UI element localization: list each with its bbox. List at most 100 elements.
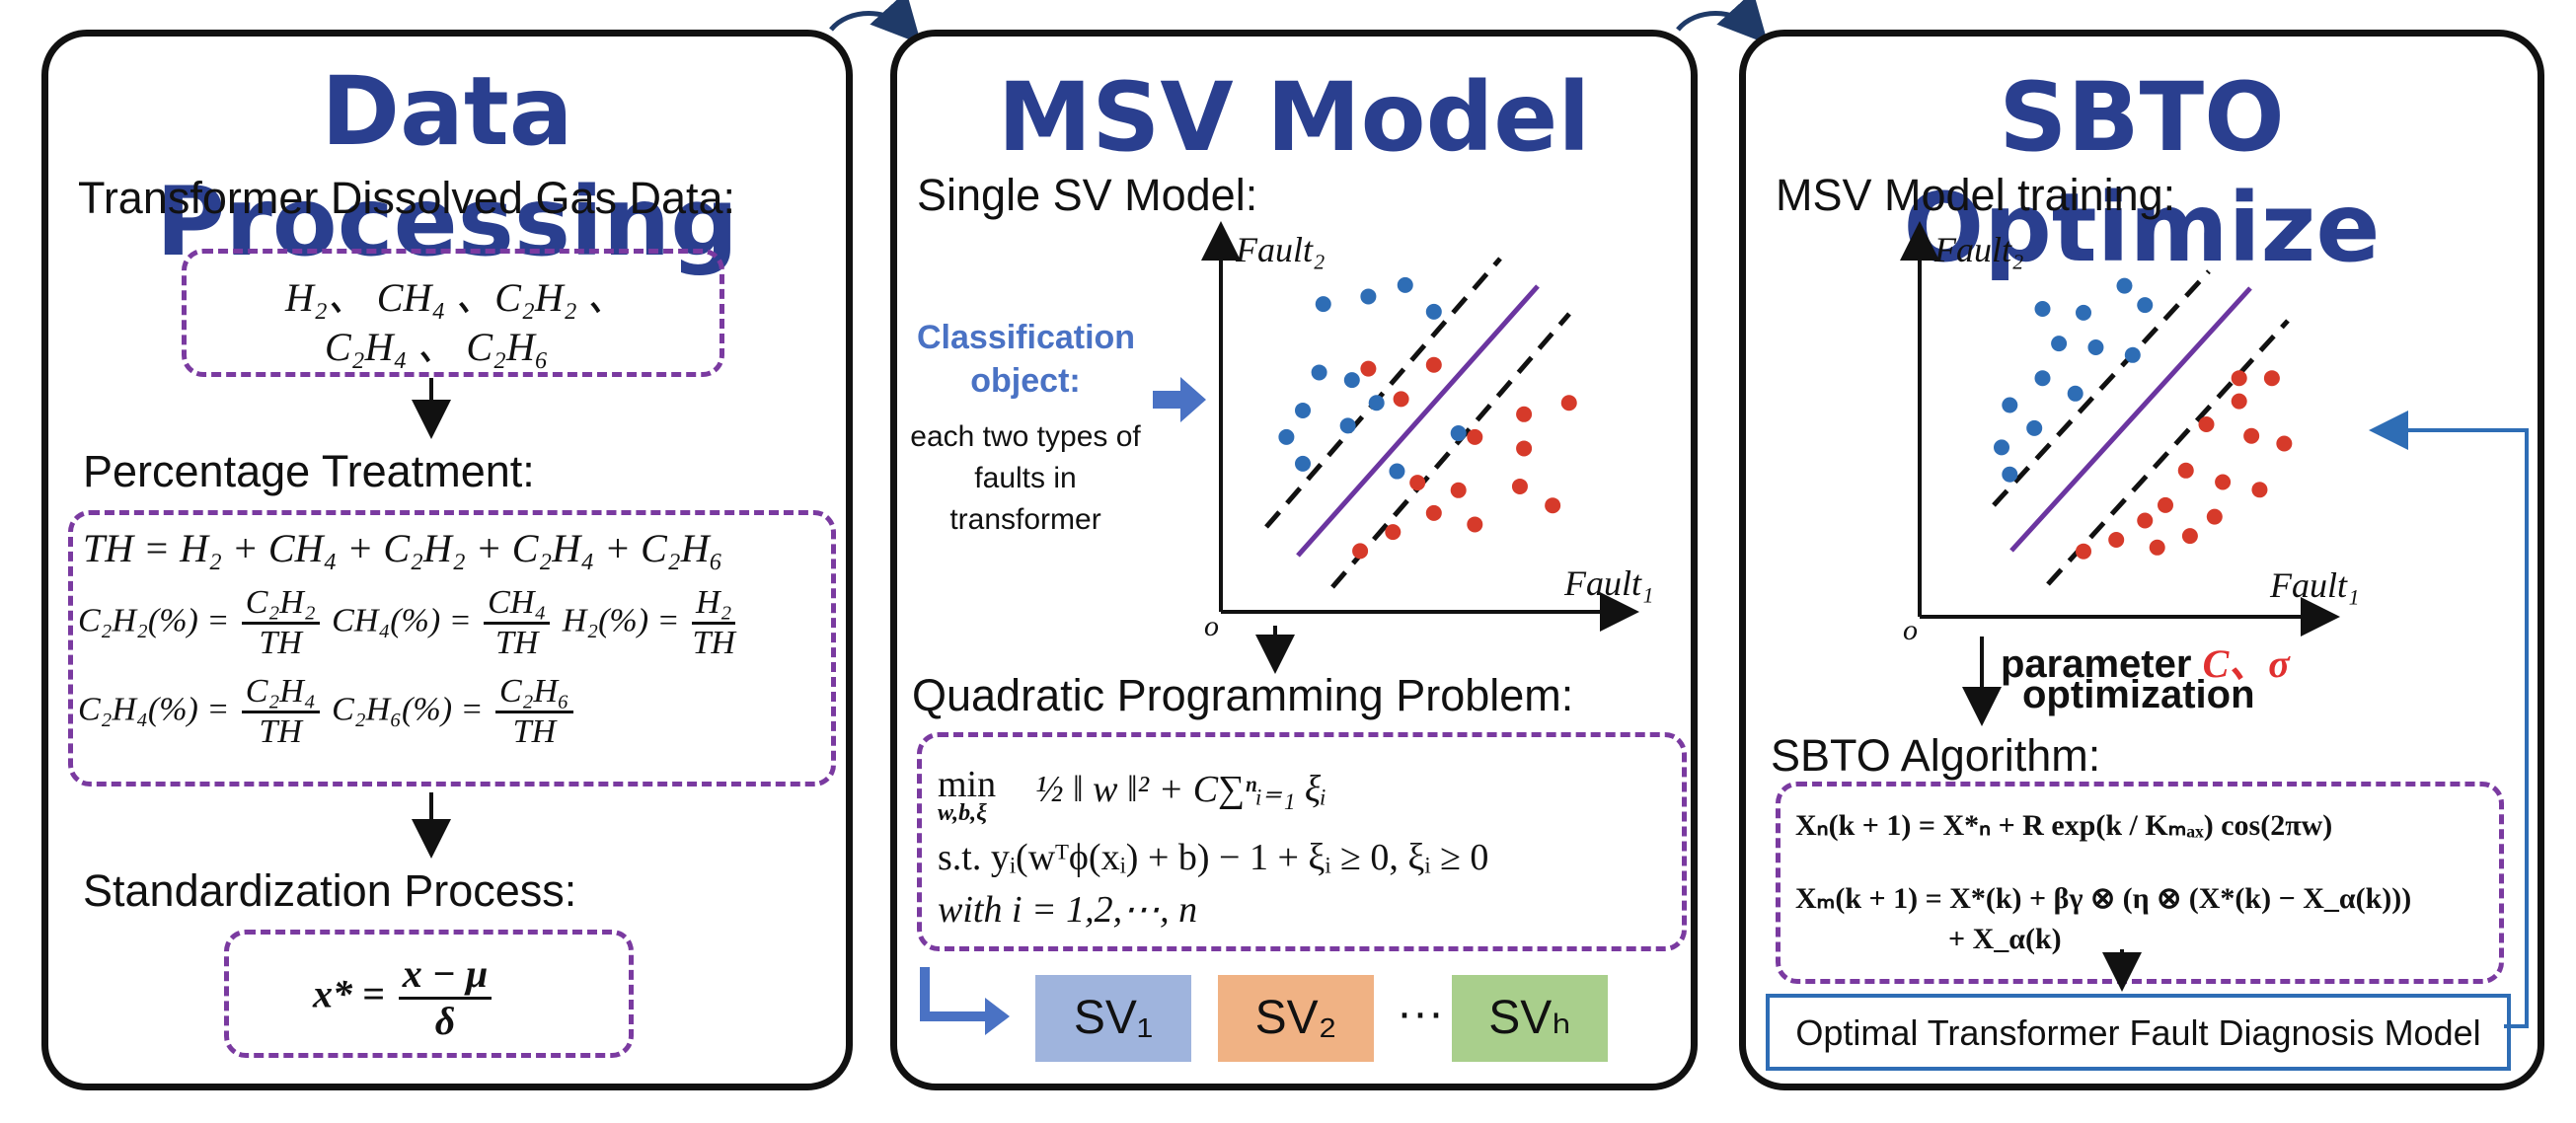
- red-data-point: [1516, 406, 1533, 422]
- classification-description: each two types of faults in transformer: [910, 420, 1141, 536]
- sbto-algo-header: SBTO Algorithm:: [1771, 730, 2101, 781]
- hyperplane: [2009, 286, 2252, 553]
- sv1-label: SV₁: [1073, 992, 1154, 1044]
- ch4-lhs: CH₄(%) =: [332, 602, 472, 639]
- gas-list-line-2: C₂H₄ 、 C₂H₆: [325, 325, 549, 369]
- qp-objective: ½ ‖ w ‖² + C∑ⁿᵢ₌₁ ξᵢ: [1035, 769, 1327, 810]
- std-numerator: x − μ: [398, 951, 492, 1000]
- blue-data-point: [2124, 346, 2141, 363]
- blue-data-point: [1278, 428, 1295, 445]
- qp-min: min w,b,ξ: [938, 763, 996, 827]
- blue-data-point: [1389, 463, 1405, 480]
- sbto-eq-1: Xₙ(k + 1) = X*ₙ + R exp(k / Kₘₐₓ) cos(2π…: [1795, 809, 2333, 842]
- blue-data-point: [1311, 364, 1327, 381]
- sbto-points: [1994, 277, 2293, 560]
- sbto-origin-label: o: [1903, 614, 1918, 646]
- red-data-point: [2181, 528, 2198, 545]
- blue-data-point: [2034, 301, 2051, 317]
- classification-arrow: [1153, 377, 1206, 422]
- red-data-point: [1425, 356, 1442, 373]
- blue-data-point: [2002, 466, 2018, 483]
- gas-list-line-1: H₂、 CH₄ 、C₂H₂ 、: [285, 275, 627, 320]
- sv-ellipsis: ···: [1397, 987, 1444, 1039]
- c2h2-denominator: TH: [259, 625, 302, 662]
- qp-with: with i = 1,2,⋯, n: [938, 889, 1198, 931]
- red-data-point: [1467, 516, 1483, 533]
- qp-constraint: s.t. yᵢ(wᵀϕ(xᵢ) + b) − 1 + ξᵢ ≥ 0, ξᵢ ≥ …: [938, 837, 1489, 878]
- blue-data-point: [1295, 402, 1311, 418]
- percentage-formula-box: TH = H₂ + CH₄ + C₂H₂ + C₂H₄ + C₂H₆ C₂H₂(…: [68, 510, 836, 786]
- red-data-point: [2251, 482, 2268, 498]
- sbto-axis-x-label: Fault₁: [2270, 565, 2360, 605]
- blue-data-point: [1343, 372, 1360, 389]
- c2h2-lhs: C₂H₂(%) =: [78, 602, 230, 639]
- margin-line-upper: [1992, 269, 2211, 507]
- msv-origin-label: o: [1204, 610, 1219, 642]
- sbto-axis-y-label: Fault₂: [1934, 230, 2024, 269]
- red-data-point: [2177, 462, 2194, 479]
- panel-title: Data Processing: [156, 56, 738, 277]
- red-data-point: [2076, 543, 2091, 560]
- qp-min-label: min: [938, 764, 997, 805]
- svh-label: SVₕ: [1488, 992, 1571, 1044]
- red-data-point: [1385, 524, 1402, 541]
- ch4-denominator: TH: [494, 625, 539, 662]
- hyperplane: [1296, 284, 1540, 558]
- red-data-point: [2198, 416, 2215, 432]
- std-lhs: x* =: [313, 971, 385, 1016]
- red-data-point: [1450, 482, 1467, 498]
- red-data-point: [2137, 512, 2154, 529]
- sbto-eq-2: Xₘ(k + 1) = X*(k) + βγ ⊗ (η ⊗ (X*(k) − X…: [1795, 882, 2412, 915]
- c2h6-lhs: C₂H₆(%) =: [332, 691, 484, 728]
- blue-data-point: [2002, 397, 2018, 413]
- blue-data-point: [2076, 304, 2091, 321]
- c2h6-denominator: TH: [512, 713, 557, 751]
- blue-data-point: [2116, 277, 2133, 294]
- feedback-line: [2369, 411, 2529, 1028]
- red-data-point: [1545, 497, 1561, 514]
- red-data-point: [2276, 435, 2293, 452]
- red-data-point: [1467, 428, 1483, 445]
- blue-data-point: [1450, 425, 1467, 442]
- red-data-point: [2231, 370, 2247, 387]
- h2-numerator: H₂: [692, 584, 736, 626]
- msv-model-panel: MSV Model Single SV Model: Classificatio…: [890, 30, 1698, 1090]
- blue-data-point: [2051, 336, 2068, 352]
- blue-data-point: [1994, 439, 2009, 456]
- red-data-point: [1516, 440, 1533, 457]
- blue-data-point: [1368, 395, 1385, 412]
- blue-data-point: [1360, 288, 1377, 305]
- red-data-point: [1352, 543, 1369, 560]
- blue-data-point: [1397, 276, 1413, 293]
- optimal-model-label: Optimal Transformer Fault Diagnosis Mode…: [1795, 1012, 2481, 1053]
- sbto-eq-3: + X_α(k): [1948, 923, 2062, 955]
- blue-data-point: [2067, 385, 2084, 402]
- msv-points: [1278, 276, 1577, 560]
- sv2-box: SV₂: [1218, 975, 1374, 1062]
- qp-formula-box: min w,b,ξ ½ ‖ w ‖² + C∑ⁿᵢ₌₁ ξᵢ s.t. yᵢ(w…: [917, 732, 1687, 951]
- c2h6-numerator: C₂H₆: [494, 673, 573, 714]
- margin-line-lower: [2046, 319, 2290, 586]
- svh-box: SVₕ: [1452, 975, 1608, 1062]
- h2-lhs: H₂(%) =: [562, 602, 680, 639]
- blue-data-point: [1295, 455, 1311, 472]
- panel-title: MSV Model: [997, 62, 1591, 173]
- margin-line-lower: [1330, 312, 1571, 589]
- c2h4-numerator: C₂H₄: [241, 673, 320, 714]
- red-data-point: [2206, 508, 2223, 525]
- red-data-point: [2215, 474, 2232, 490]
- red-data-point: [2263, 370, 2280, 387]
- parameter-symbols: C、σ: [2202, 641, 2290, 686]
- red-data-point: [2108, 532, 2125, 548]
- qp-min-subscript: w,b,ξ: [938, 800, 987, 826]
- blue-data-point: [1339, 417, 1356, 434]
- msv-axis-y-label: Fault₂: [1236, 230, 1326, 269]
